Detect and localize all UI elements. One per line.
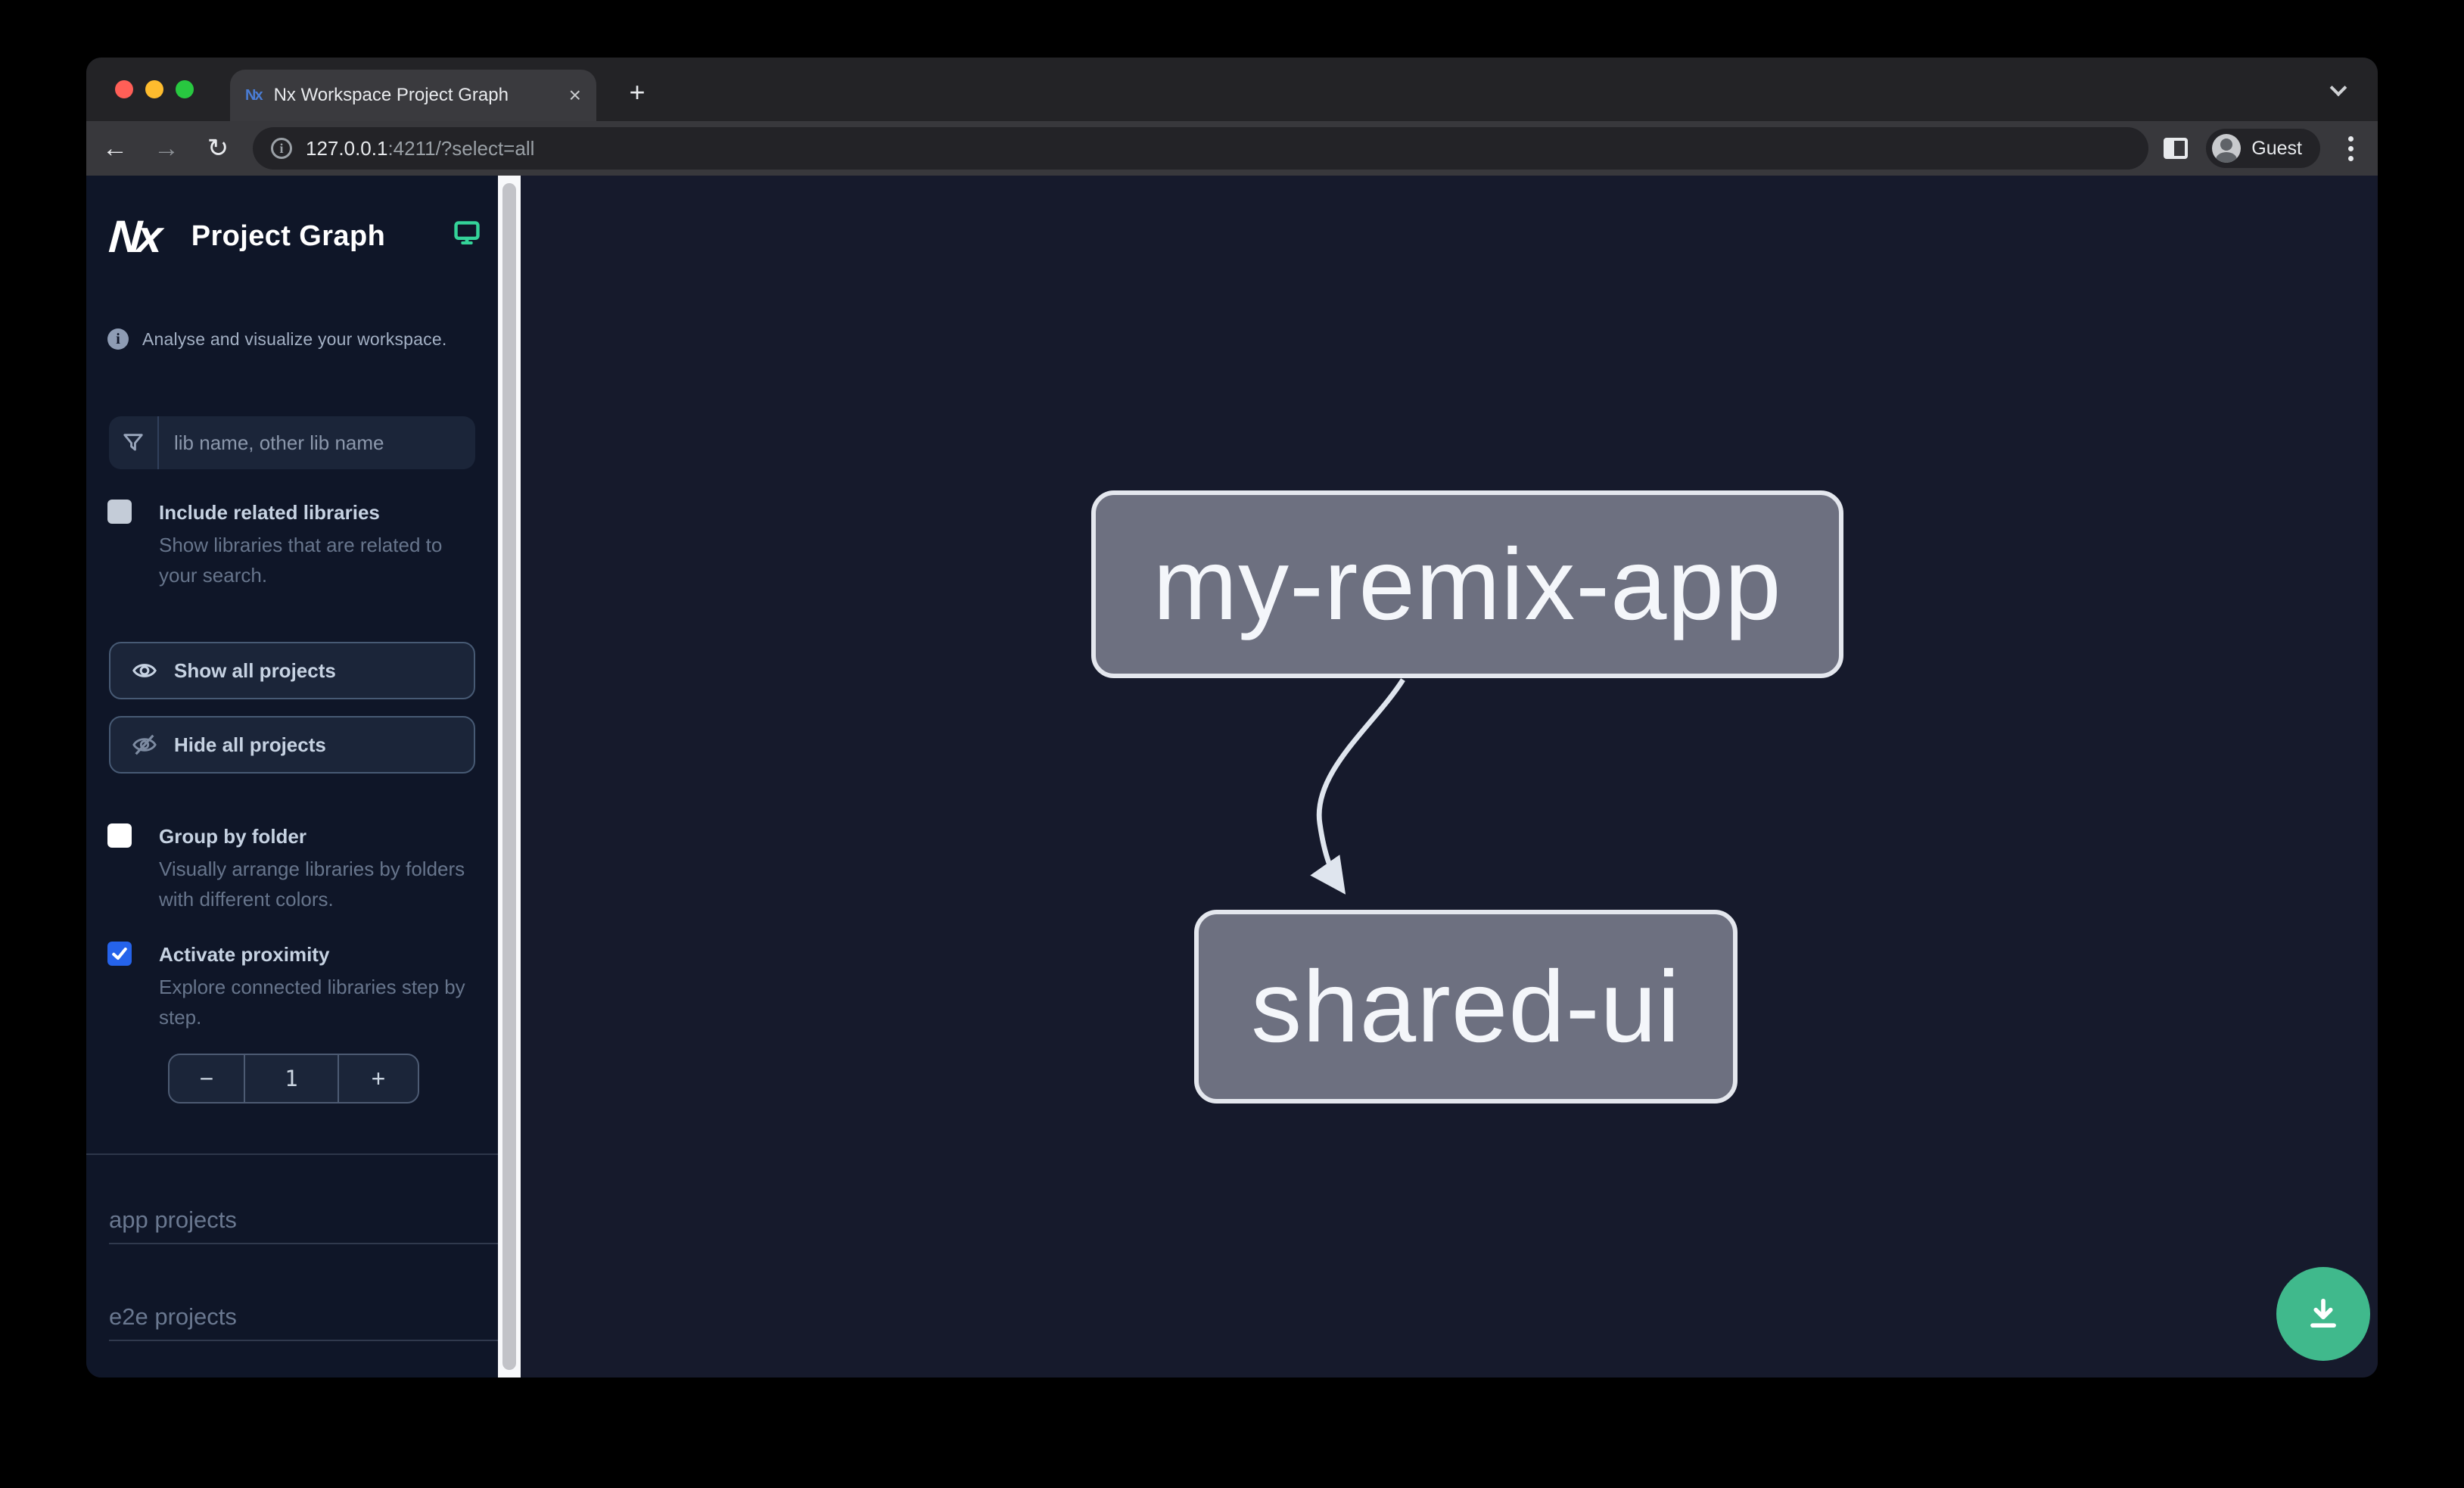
proximity-stepper: − 1 + (168, 1054, 419, 1104)
profile-label: Guest (2251, 137, 2302, 159)
url-path: :4211/?select=all (387, 136, 535, 160)
site-info-icon[interactable]: i (271, 138, 292, 159)
section-rule (109, 1243, 498, 1244)
page-content: Nx Project Graph i Analyse and visualize… (86, 176, 2378, 1377)
hide-all-projects-button[interactable]: Hide all projects (109, 716, 475, 774)
sidebar-header: Nx Project Graph (107, 203, 480, 269)
filter-input[interactable] (159, 431, 475, 455)
option-group-by-folder: Group by folder Visually arrange librari… (107, 823, 477, 914)
show-all-projects-button[interactable]: Show all projects (109, 642, 475, 699)
tab-title: Nx Workspace Project Graph (273, 85, 509, 105)
window-controls (115, 80, 194, 98)
section-rule (109, 1340, 498, 1341)
sidebar: Nx Project Graph i Analyse and visualize… (86, 176, 498, 1377)
minimize-window-button[interactable] (145, 80, 163, 98)
download-graph-button[interactable] (2276, 1267, 2370, 1361)
tagline-row: i Analyse and visualize your workspace. (107, 328, 486, 350)
tab-nx-workspace[interactable]: Nx Nx Workspace Project Graph × (230, 70, 596, 121)
eye-icon (132, 664, 157, 677)
option-description: Visually arrange libraries by folders wi… (159, 858, 465, 911)
section-heading: e2e projects (109, 1303, 237, 1330)
tab-close-icon[interactable]: × (568, 83, 581, 107)
browser-toolbar: ← → ↻ i 127.0.0.1:4211/?select=all Guest (86, 121, 2378, 176)
tagline-text: Analyse and visualize your workspace. (142, 328, 447, 349)
stepper-value: 1 (285, 1066, 298, 1091)
url-text: 127.0.0.1:4211/?select=all (306, 137, 534, 160)
edge-my-remix-app-to-shared-ui (1310, 678, 1405, 895)
forward-button[interactable]: → (154, 133, 179, 163)
checkbox-activate-proximity[interactable] (107, 942, 132, 966)
download-icon (2310, 1298, 2336, 1328)
reload-button[interactable]: ↻ (207, 134, 229, 163)
avatar (2212, 134, 2242, 163)
address-bar[interactable]: i 127.0.0.1:4211/?select=all (253, 127, 2149, 170)
section-heading: app projects (109, 1206, 237, 1233)
option-label[interactable]: Include related libraries (159, 501, 380, 524)
chevron-down-icon[interactable] (2329, 79, 2347, 97)
option-label[interactable]: Group by folder (159, 825, 306, 848)
nx-favicon-icon: Nx (245, 86, 263, 104)
button-label: Hide all projects (174, 733, 326, 756)
fullscreen-window-button[interactable] (176, 80, 194, 98)
option-description: Explore connected libraries step by step… (159, 976, 465, 1029)
tab-strip: Nx Nx Workspace Project Graph × + (86, 58, 2378, 121)
section-e2e-projects: e2e projects (109, 1303, 498, 1341)
side-panel-icon[interactable] (2164, 138, 2189, 159)
option-description: Show libraries that are related to your … (159, 534, 443, 587)
sidebar-scrollbar[interactable] (498, 176, 521, 1377)
browser-menu-icon[interactable] (2335, 135, 2366, 161)
profile-button[interactable]: Guest (2206, 129, 2320, 168)
option-activate-proximity: Activate proximity Explore connected lib… (107, 942, 477, 1032)
eye-off-icon (132, 734, 157, 755)
option-label[interactable]: Activate proximity (159, 943, 330, 966)
option-include-related: Include related libraries Show libraries… (107, 500, 477, 590)
graph-edges (1310, 678, 1405, 895)
back-button[interactable]: ← (102, 133, 128, 163)
graph-node-shared-ui[interactable]: shared-ui (1194, 910, 1738, 1104)
section-app-projects: app projects (109, 1206, 498, 1244)
url-host: 127.0.0.1 (306, 136, 388, 160)
button-label: Show all projects (174, 658, 336, 682)
theme-monitor-icon[interactable] (454, 220, 480, 252)
filter-box (109, 416, 475, 469)
checkbox-include-related[interactable] (107, 500, 132, 524)
check-icon (112, 947, 127, 960)
page-title: Project Graph (191, 219, 386, 252)
close-window-button[interactable] (115, 80, 133, 98)
sidebar-divider (86, 1153, 498, 1155)
checkbox-group-by-folder[interactable] (107, 823, 132, 848)
browser-window: Nx Nx Workspace Project Graph × + ← → ↻ … (86, 58, 2378, 1377)
new-tab-button[interactable]: + (629, 76, 646, 107)
graph-canvas[interactable]: my-remix-app shared-ui (521, 176, 2378, 1377)
info-icon: i (107, 328, 129, 350)
scrollbar-thumb[interactable] (502, 183, 516, 1370)
increment-button[interactable]: + (338, 1055, 418, 1102)
nx-logo: Nx (107, 210, 160, 262)
decrement-button[interactable]: − (170, 1055, 245, 1102)
filter-funnel-icon (109, 416, 159, 469)
graph-node-my-remix-app[interactable]: my-remix-app (1091, 490, 1843, 678)
